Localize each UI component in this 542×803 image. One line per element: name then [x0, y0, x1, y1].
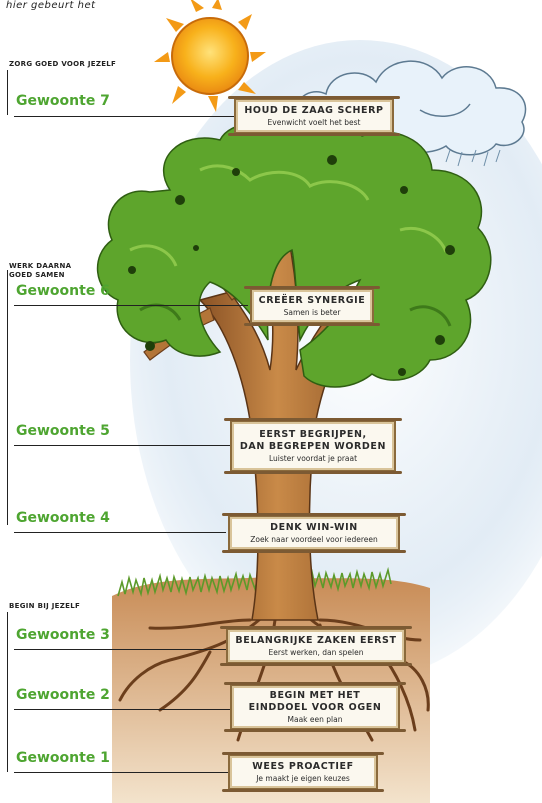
- sign-title-line2: DAN BEGREPEN WORDEN: [240, 441, 386, 453]
- leader-line-3: [14, 649, 226, 650]
- sign-subtitle: Evenwicht voelt het best: [268, 118, 361, 128]
- sign-subtitle: Samen is beter: [284, 308, 341, 318]
- habit-label-3: Gewoonte 3: [16, 627, 110, 643]
- sign-habit-7: HOUD DE ZAAG SCHERP Evenwicht voelt het …: [234, 98, 394, 134]
- sign-stick: [220, 626, 412, 629]
- sign-stick: [244, 286, 380, 289]
- sign-habit-2: BEGIN MET HET EINDDOEL VOOR OGEN Maak ee…: [230, 684, 400, 730]
- group-label-text: ZORG GOED VOOR JEZELF: [9, 60, 116, 68]
- group-label-1: ZORG GOED VOOR JEZELF: [9, 60, 116, 69]
- group-label-text: BEGIN BIJ JEZELF: [9, 602, 80, 610]
- group-label-text: WERK DAARNA GOED SAMEN: [9, 262, 71, 279]
- habit-label-4: Gewoonte 4: [16, 510, 110, 526]
- habit-label-5: Gewoonte 5: [16, 423, 110, 439]
- group-label-3: BEGIN BIJ JEZELF: [9, 602, 80, 611]
- sign-title-line2: EINDDOEL VOOR OGEN: [249, 702, 382, 714]
- sign-title: WEES PROACTIEF: [252, 761, 353, 773]
- sign-habit-3: BELANGRIJKE ZAKEN EERST Eerst werken, da…: [226, 628, 406, 664]
- sign-title: CREËER SYNERGIE: [259, 295, 366, 307]
- bracket-line-bottom: [7, 612, 8, 772]
- leader-line-6: [14, 305, 248, 306]
- sign-title: BELANGRIJKE ZAKEN EERST: [235, 635, 396, 647]
- sign-title: EERST BEGRIJPEN,: [259, 429, 366, 441]
- habit-label-7: Gewoonte 7: [16, 93, 110, 109]
- habit-label-1: Gewoonte 1: [16, 750, 110, 766]
- sign-subtitle: Luister voordat je praat: [269, 454, 357, 464]
- sign-habit-6: CREËER SYNERGIE Samen is beter: [250, 288, 374, 324]
- leader-line-1: [14, 772, 230, 773]
- sign-title: HOUD DE ZAAG SCHERP: [244, 105, 383, 117]
- sign-stick: [224, 682, 406, 685]
- sign-habit-5: EERST BEGRIJPEN, DAN BEGREPEN WORDEN Lui…: [230, 420, 396, 472]
- leader-line-5: [14, 445, 232, 446]
- group-label-2: WERK DAARNA GOED SAMEN: [9, 253, 71, 280]
- sign-subtitle: Je maakt je eigen keuzes: [256, 774, 350, 784]
- sign-stick: [224, 729, 406, 732]
- sign-stick: [222, 550, 406, 553]
- header-caption: hier gebeurt het: [6, 0, 96, 11]
- sign-stick: [222, 513, 406, 516]
- sign-stick: [224, 471, 402, 474]
- leader-line-4: [14, 532, 226, 533]
- sign-subtitle: Maak een plan: [288, 715, 343, 725]
- sign-subtitle: Zoek naar voordeel voor iedereen: [250, 535, 378, 545]
- leader-line-7: [14, 116, 234, 117]
- bracket-line-top: [7, 70, 8, 115]
- sign-stick: [244, 323, 380, 326]
- sign-stick: [220, 663, 412, 666]
- sign-title: DENK WIN-WIN: [270, 522, 358, 534]
- sign-stick: [228, 133, 400, 136]
- sign-title: BEGIN MET HET: [270, 690, 361, 702]
- sign-habit-4: DENK WIN-WIN Zoek naar voordeel voor ied…: [228, 515, 400, 551]
- sign-stick: [222, 789, 384, 792]
- sign-stick: [228, 96, 400, 99]
- bracket-line-middle: [7, 270, 8, 525]
- habit-label-6: Gewoonte 6: [16, 283, 110, 299]
- leader-line-2: [14, 709, 232, 710]
- sign-stick: [224, 418, 402, 421]
- sign-subtitle: Eerst werken, dan spelen: [269, 648, 364, 658]
- sign-habit-1: WEES PROACTIEF Je maakt je eigen keuzes: [228, 754, 378, 790]
- sign-stick: [222, 752, 384, 755]
- habit-label-2: Gewoonte 2: [16, 687, 110, 703]
